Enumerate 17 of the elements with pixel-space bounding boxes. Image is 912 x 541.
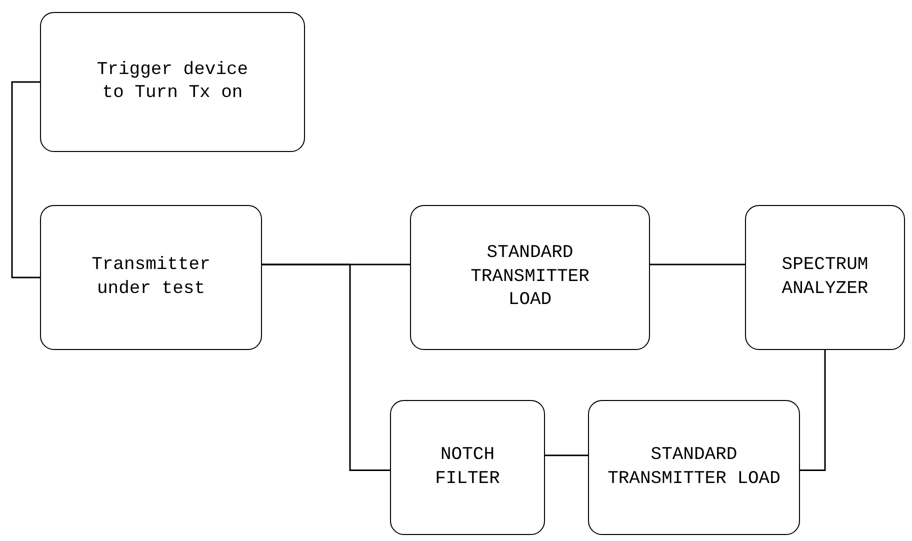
connector-line	[650, 264, 745, 266]
process-box	[410, 205, 650, 350]
connector-line	[11, 81, 40, 278]
connector-line	[262, 264, 390, 471]
process-box	[588, 400, 800, 535]
process-box	[745, 205, 905, 350]
box-label: SPECTRUM ANALYZER	[780, 254, 870, 300]
connector-line	[545, 454, 588, 456]
process-box	[40, 205, 262, 350]
box-label: STANDARD TRANSMITTER LOAD	[606, 444, 782, 490]
process-box	[40, 12, 305, 152]
process-box	[390, 400, 545, 535]
box-label: NOTCH FILTER	[434, 444, 501, 490]
connector-line	[800, 350, 826, 471]
box-label: STANDARD TRANSMITTER LOAD	[470, 242, 590, 312]
box-label: Trigger device to Turn Tx on	[96, 58, 250, 105]
box-label: Transmitter under test	[90, 254, 212, 300]
